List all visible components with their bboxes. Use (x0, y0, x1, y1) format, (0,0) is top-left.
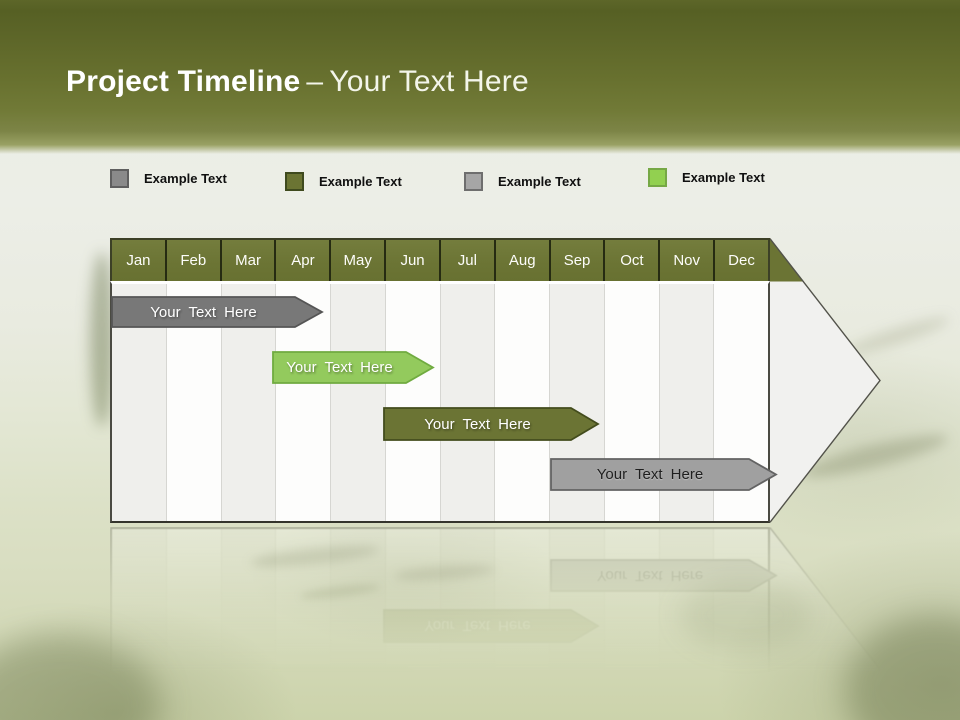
month-cell: Jul (440, 240, 496, 281)
bar-label: Your Text Here (150, 303, 257, 321)
bar-label: Your Text Here (424, 415, 531, 433)
timeline-column (495, 284, 550, 521)
background-blob (680, 580, 810, 650)
legend-swatch-olive (285, 172, 304, 191)
legend-swatch-gray (110, 169, 129, 188)
legend-label: Example Text (498, 174, 581, 189)
legend-label: Example Text (682, 170, 765, 185)
page-title: Project Timeline–Your Text Here (66, 62, 529, 102)
timeline-bar-2: Your Text Here (272, 351, 435, 384)
month-cell: Nov (660, 240, 716, 281)
legend-label: Example Text (144, 171, 227, 186)
bar-arrow-shape (550, 458, 778, 491)
timeline-column (440, 284, 496, 521)
month-cell: Feb (166, 240, 222, 281)
legend-label: Example Text (319, 174, 402, 189)
bar-arrow-shape (383, 407, 600, 441)
month-cell: Oct (605, 240, 661, 281)
bar-label: Your Text Here (596, 466, 704, 483)
page-title-main: Project Timeline (66, 65, 301, 98)
legend-item: Example Text (285, 172, 402, 191)
legend-swatch-lightgray (464, 172, 483, 191)
timeline-column (331, 284, 386, 521)
fish-silhouette (394, 562, 496, 583)
title-band (0, 0, 960, 154)
background-blob (0, 635, 160, 720)
month-cell: Aug (495, 240, 551, 281)
month-cell: Jan (112, 240, 167, 281)
timeline-bar-3: Your Text Here (383, 407, 600, 441)
bar-arrow-shape (272, 351, 435, 384)
timeline-bar-4: Your Text Here (550, 458, 778, 491)
bar-arrow-shape (111, 296, 324, 328)
legend-swatch-lightgreen (648, 168, 667, 187)
timeline-reflection: Jan Feb Mar Apr May Jun Jul Aug Sep Oct … (110, 527, 881, 720)
bar-label: Your Text Here (286, 359, 393, 376)
fish-silhouette (249, 541, 381, 571)
page-title-subtitle: Your Text Here (329, 65, 529, 98)
month-cell: Dec (715, 240, 768, 281)
timeline-arrowhead (769, 238, 881, 523)
background-blob (845, 615, 960, 720)
month-cell: Sep (550, 240, 606, 281)
timeline-bar-1: Your Text Here (111, 296, 324, 328)
fish-silhouette (299, 581, 381, 602)
legend-item: Example Text (110, 169, 227, 188)
month-cell: Jun (386, 240, 441, 281)
month-header-row: Jan Feb Mar Apr May Jun Jul Aug Sep Oct … (110, 238, 770, 281)
month-cell: Mar (221, 240, 277, 281)
page-title-separator: – (306, 65, 324, 98)
legend-item: Example Text (464, 172, 581, 191)
month-cell: May (331, 240, 387, 281)
legend-item: Example Text (648, 168, 765, 187)
timeline-table: Jan Feb Mar Apr May Jun Jul Aug Sep Oct … (110, 238, 881, 523)
month-cell: Apr (276, 240, 332, 281)
timeline-column (385, 284, 441, 521)
